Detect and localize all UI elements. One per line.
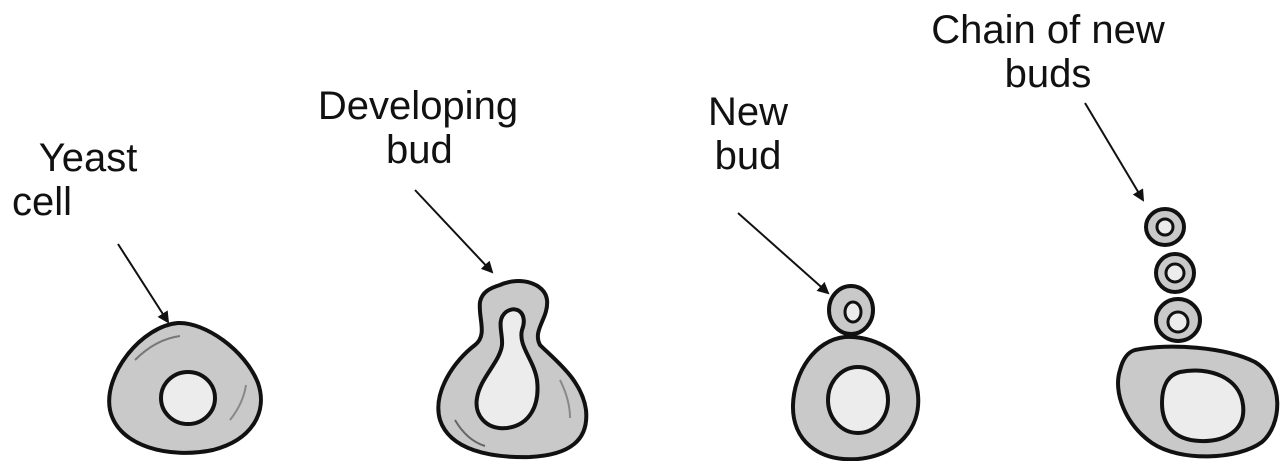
yeast-cell-label: Yeast cell xyxy=(8,136,168,224)
developing-bud-label: Developing bud xyxy=(248,84,588,172)
yeast-cell-label-line2: cell xyxy=(8,180,168,224)
new-bud-label-line2: bud xyxy=(668,134,828,178)
yeast-cell-shape xyxy=(109,323,261,453)
chain-of-buds-arrow xyxy=(1085,103,1143,200)
bud-nucleus xyxy=(845,302,861,322)
chain-of-new-buds-label-line2: buds xyxy=(858,52,1238,96)
parent-nucleus xyxy=(828,367,888,433)
yeast-cell-arrow xyxy=(118,244,168,322)
chain-of-buds-shape xyxy=(1118,209,1277,456)
parent-nucleus xyxy=(1162,370,1243,441)
new-bud-label-line1: New xyxy=(668,90,828,134)
developing-bud-label-line2: bud xyxy=(248,128,588,172)
developing-bud-arrow xyxy=(415,190,492,272)
developing-bud-shape xyxy=(438,281,586,457)
nucleus xyxy=(161,372,215,424)
chain-of-new-buds-label-line1: Chain of new xyxy=(858,8,1238,52)
yeast-cell-label-line1: Yeast xyxy=(8,136,168,180)
chain-of-new-buds-label: Chain of new buds xyxy=(858,8,1238,96)
new-bud-shape xyxy=(793,286,918,459)
developing-bud-label-line1: Developing xyxy=(248,84,588,128)
new-bud-arrow xyxy=(738,213,828,293)
new-bud-label: New bud xyxy=(668,90,828,178)
